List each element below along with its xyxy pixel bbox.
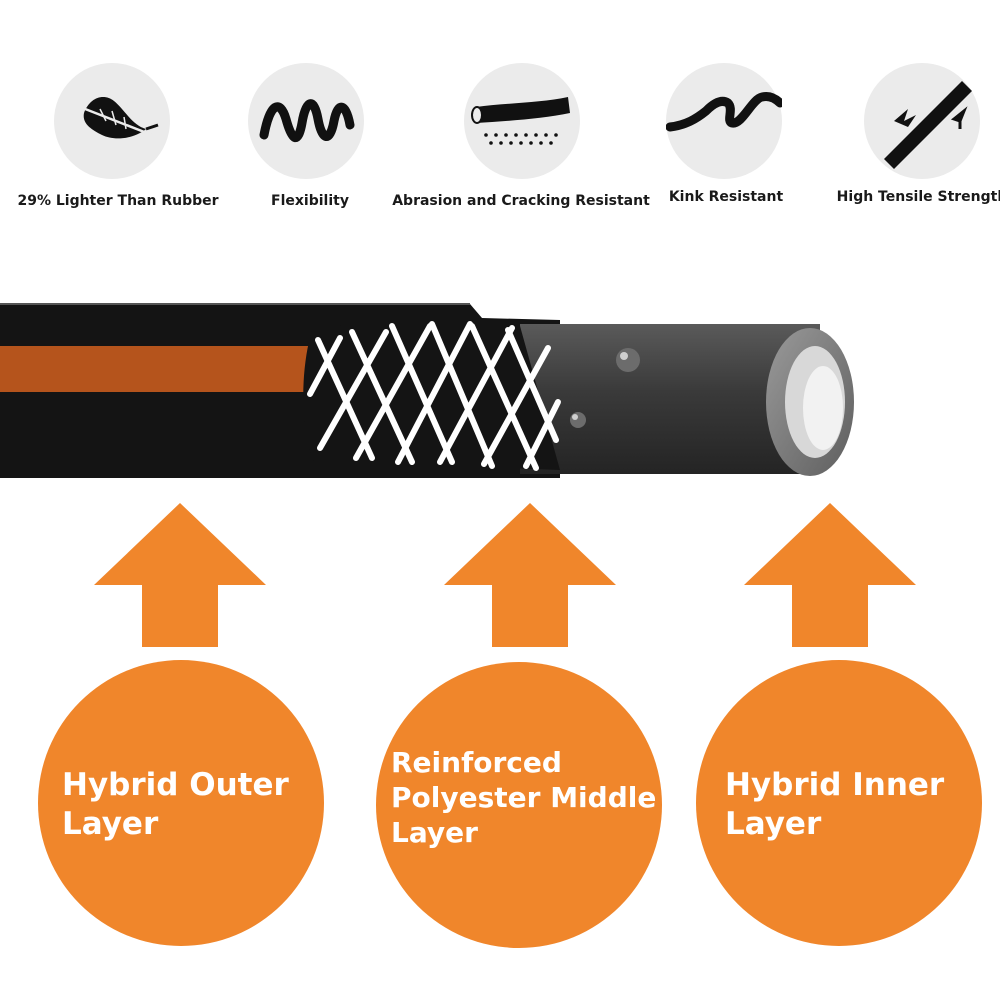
inner-layer (520, 324, 854, 476)
arrow-up-middle (444, 503, 616, 647)
middle-braided-layer (303, 321, 561, 471)
tensile-icon (884, 81, 972, 169)
arrow-up-inner (744, 503, 916, 647)
feature-abrasion (464, 63, 580, 179)
kink-icon (666, 92, 782, 132)
arrow-up-outer (94, 503, 266, 647)
layer-label-middle: Reinforced Polyester Middle Layer (391, 746, 657, 849)
feature-label-lighter: 29% Lighter Than Rubber (17, 193, 219, 209)
feature-label-tensile: High Tensile Strength (836, 189, 1000, 205)
feature-label-kink: Kink Resistant (668, 189, 784, 205)
feature-label-flexibility: Flexibility (271, 193, 349, 209)
feature-flexibility (248, 63, 364, 179)
layer-label-outer: Hybrid Outer Layer (62, 767, 289, 842)
layer-circle-outer (38, 660, 324, 946)
feature-lighter (54, 63, 170, 179)
feather-icon (79, 97, 159, 139)
hose-cutaway-illustration (0, 303, 854, 478)
water-droplet (616, 348, 640, 372)
layer-circle-middle (376, 662, 662, 948)
water-droplet (570, 412, 586, 428)
feature-tensile (864, 63, 980, 179)
layer-label-inner: Hybrid Inner Layer (725, 767, 945, 842)
coil-icon (259, 99, 355, 142)
feature-kink (666, 63, 782, 179)
orange-stripe (0, 346, 310, 392)
feature-label-abrasion: Abrasion and Cracking Resistant (392, 193, 650, 209)
abrasion-icon (471, 97, 570, 145)
layer-circle-inner (696, 660, 982, 946)
